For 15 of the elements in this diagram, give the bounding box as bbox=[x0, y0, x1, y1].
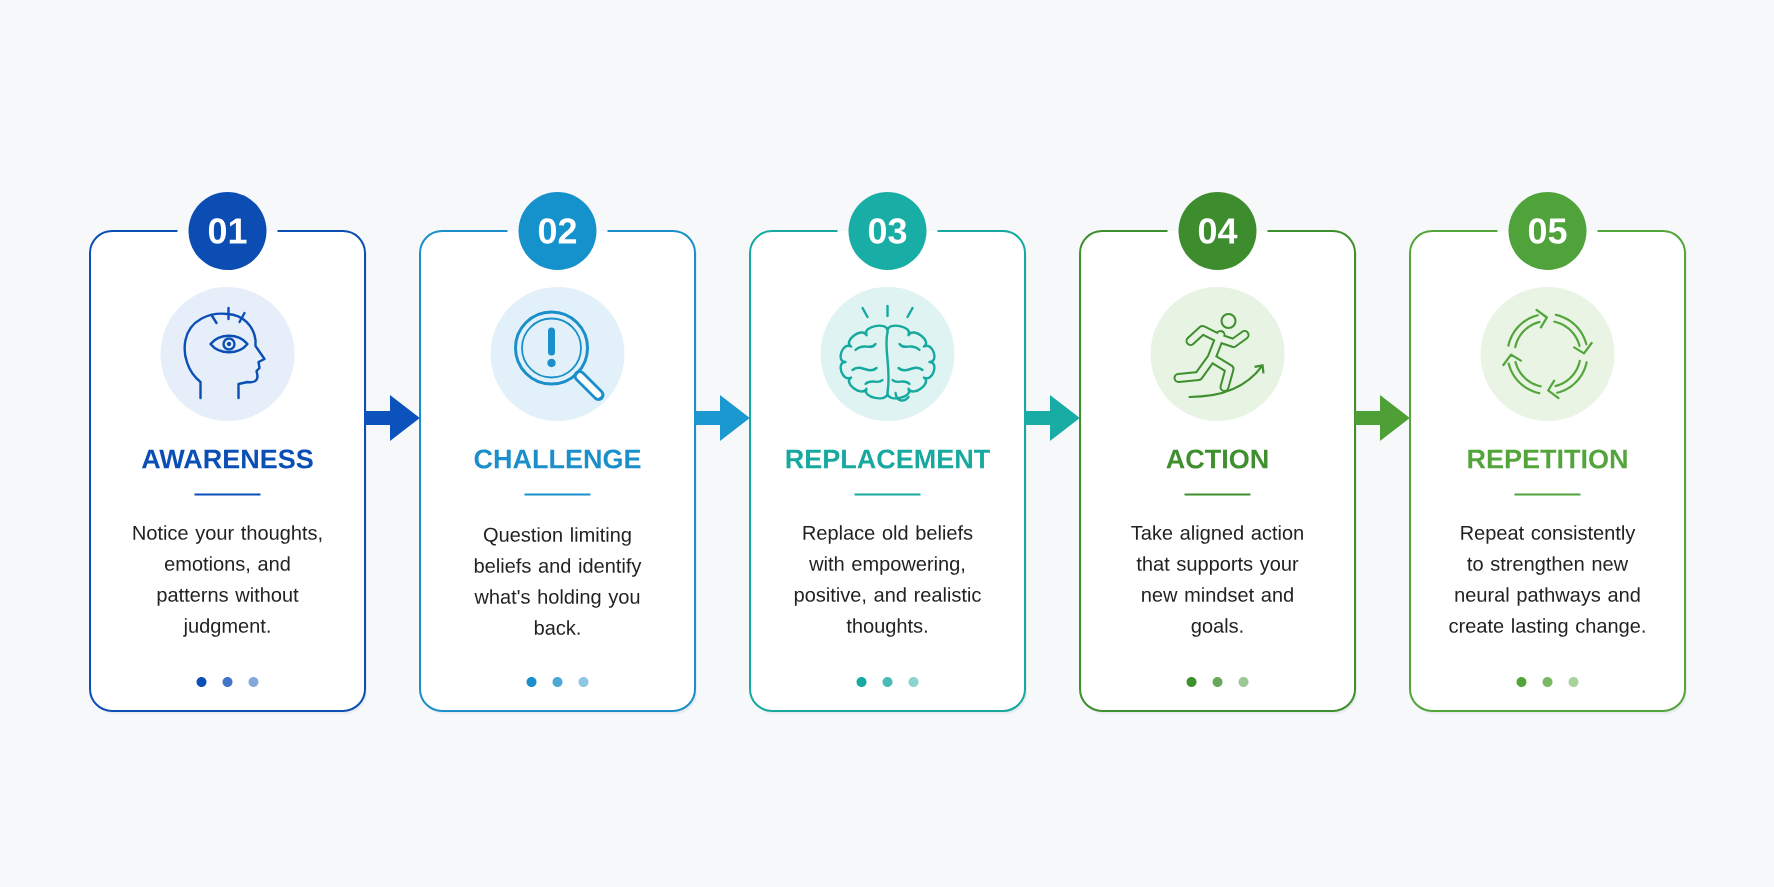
number-badge: 01 bbox=[188, 192, 267, 270]
step-description: Notice your thoughts, emotions, and patterns without judgment. bbox=[133, 525, 322, 637]
step-description: Repeat consistently to strengthen new neural pathways and create lasting change. bbox=[1449, 525, 1645, 637]
step-title: REPLACEMENT bbox=[786, 449, 990, 469]
step-description: Replace old beliefs with empowering, positive, and realistic thoughts. bbox=[794, 525, 981, 637]
number-badge: 05 bbox=[1508, 192, 1587, 270]
number-badge: 04 bbox=[1178, 192, 1257, 270]
step-description: Take aligned action that supports your new mindset and goals. bbox=[1131, 525, 1303, 637]
step-description: Question limiting beliefs and identify what's holding you back. bbox=[474, 527, 642, 635]
step-title: ACTION bbox=[1166, 449, 1268, 469]
number-badge: 03 bbox=[848, 192, 927, 270]
step-title: REPETITION bbox=[1468, 449, 1627, 469]
step-title: AWARENESS bbox=[141, 449, 313, 469]
step-title: CHALLENGE bbox=[474, 449, 641, 469]
number-badge: 02 bbox=[518, 192, 597, 270]
